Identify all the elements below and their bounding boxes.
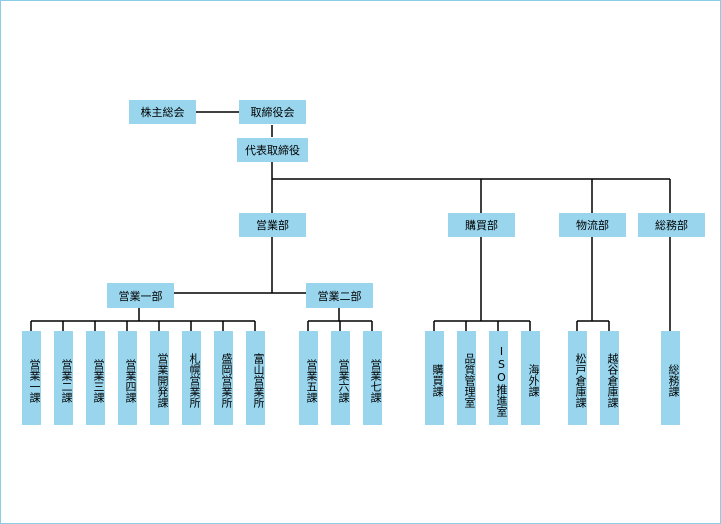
sales-unit-box: 営業二課 [54,331,73,425]
shareholders-meeting-box: 株主総会 [129,100,196,124]
sales-unit-box: 営業七課 [363,331,382,425]
sales-unit-box: 営業六課 [331,331,350,425]
sales-unit-box: 営業開発課 [150,331,169,425]
logistics-department-box: 物流部 [559,213,626,237]
logistics-unit-box: 松戸倉庫課 [568,331,587,425]
sales-unit-box: 盛岡営業所 [214,331,233,425]
sales-unit-box: 営業一課 [22,331,41,425]
purchasing-unit-box: 海外課 [521,331,540,425]
general-affairs-unit-box: 総務課 [661,331,680,425]
sales-unit-box: 富山営業所 [246,331,265,425]
sales-first-division-box: 営業一部 [107,283,174,308]
purchasing-unit-box: 品質管理室 [457,331,476,425]
sales-unit-box: 営業三課 [86,331,105,425]
representative-director-box: 代表取締役 [237,138,308,162]
sales-second-division-box: 営業二部 [306,283,373,308]
logistics-unit-box: 越谷倉庫課 [600,331,619,425]
sales-unit-box: 札幌営業所 [182,331,201,425]
board-of-directors-box: 取締役会 [239,100,306,124]
purchasing-unit-box: 購買課 [425,331,444,425]
general-affairs-department-box: 総務部 [638,213,705,237]
purchasing-unit-box: ISO推進室 [489,331,508,425]
sales-unit-box: 営業五課 [299,331,318,425]
sales-unit-box: 営業四課 [118,331,137,425]
sales-department-box: 営業部 [239,213,306,237]
purchasing-department-box: 購買部 [448,213,515,237]
